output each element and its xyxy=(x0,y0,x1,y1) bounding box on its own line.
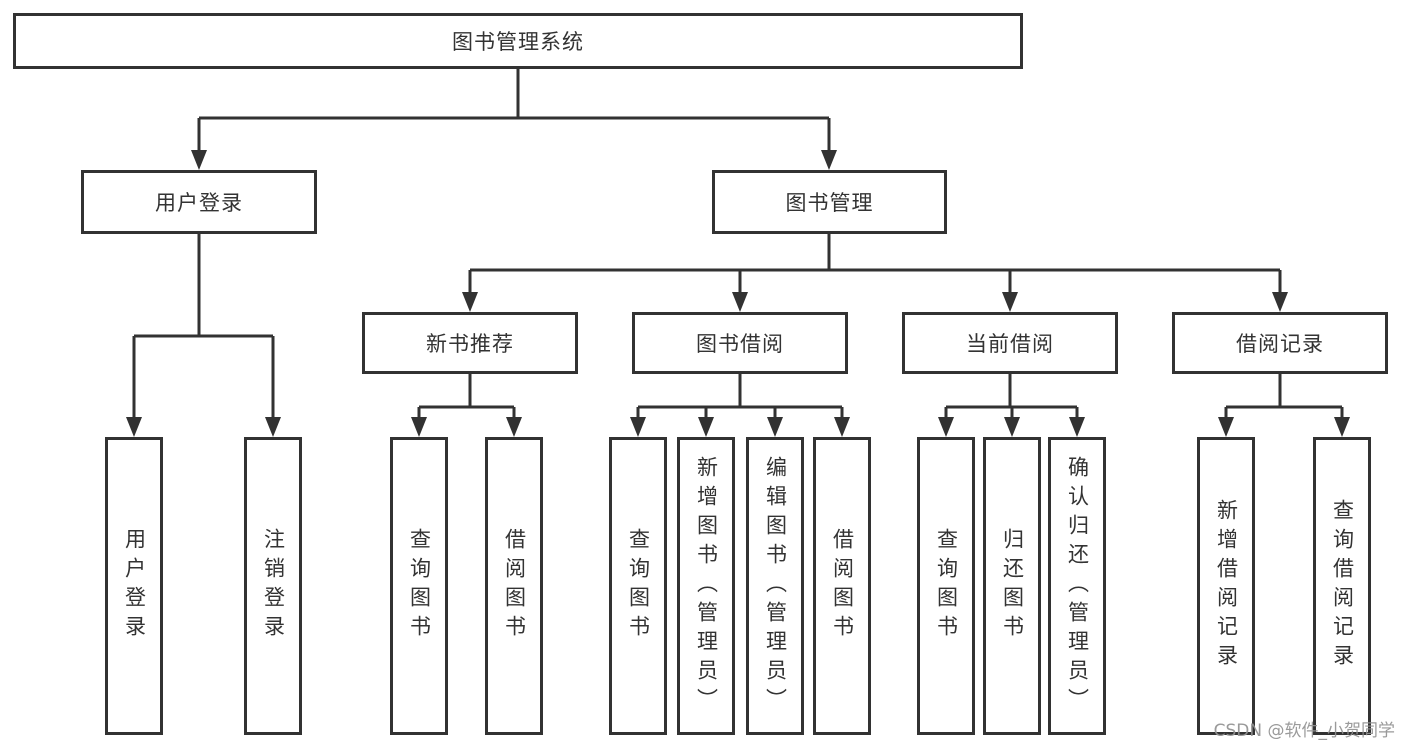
node-book-management: 图书管理 xyxy=(712,170,947,234)
node-label: 新增图书（管理员） xyxy=(694,455,719,717)
wire-current-to-leaves xyxy=(938,374,1085,437)
node-label: 图书管理系统 xyxy=(452,30,584,54)
leaf-borrowing-query-books: 查询图书 xyxy=(609,437,667,735)
arrow-down-icon xyxy=(698,417,714,437)
node-user-login: 用户登录 xyxy=(81,170,317,234)
arrow-down-icon xyxy=(126,417,142,437)
leaf-records-add-record: 新增借阅记录 xyxy=(1197,437,1255,735)
arrow-down-icon xyxy=(1002,292,1018,312)
node-label: 图书借阅 xyxy=(696,332,784,356)
arrow-down-icon xyxy=(767,417,783,437)
arrow-down-icon xyxy=(1004,417,1020,437)
leaf-borrowing-borrow-books: 借阅图书 xyxy=(813,437,871,735)
arrow-down-icon xyxy=(1218,417,1234,437)
leaf-logout: 注销登录 xyxy=(244,437,302,735)
arrow-down-icon xyxy=(834,417,850,437)
node-label: 查询图书 xyxy=(934,528,959,644)
node-new-book-recommend: 新书推荐 xyxy=(362,312,578,374)
node-label: 当前借阅 xyxy=(966,332,1054,356)
arrow-down-icon xyxy=(938,417,954,437)
node-label: 注销登录 xyxy=(261,528,286,644)
leaf-newbooks-borrow-books: 借阅图书 xyxy=(485,437,543,735)
arrow-down-icon xyxy=(191,150,207,170)
csdn-watermark: CSDN @软件_小贺同学 xyxy=(1213,721,1395,741)
arrow-down-icon xyxy=(411,417,427,437)
node-label: 用户登录 xyxy=(122,528,147,644)
leaf-current-return-books: 归还图书 xyxy=(983,437,1041,735)
node-label: 归还图书 xyxy=(1000,528,1025,644)
leaf-records-query-record: 查询借阅记录 xyxy=(1313,437,1371,735)
node-book-borrowing: 图书借阅 xyxy=(632,312,848,374)
arrow-down-icon xyxy=(1272,292,1288,312)
arrow-down-icon xyxy=(821,150,837,170)
node-label: 编辑图书（管理员） xyxy=(763,455,788,717)
leaf-borrowing-add-books-admin: 新增图书（管理员） xyxy=(677,437,735,735)
node-borrow-records: 借阅记录 xyxy=(1172,312,1388,374)
node-label: 新书推荐 xyxy=(426,332,514,356)
arrow-down-icon xyxy=(1334,417,1350,437)
wire-borrowing-to-leaves xyxy=(630,374,850,437)
arrow-down-icon xyxy=(462,292,478,312)
node-label: 新增借阅记录 xyxy=(1214,499,1239,673)
wire-userlogin-to-leaves xyxy=(126,234,281,437)
node-label: 查询图书 xyxy=(626,528,651,644)
wire-newbooks-to-leaves xyxy=(411,374,522,437)
node-label: 借阅图书 xyxy=(830,528,855,644)
arrow-down-icon xyxy=(630,417,646,437)
node-label: 借阅记录 xyxy=(1236,332,1324,356)
node-label: 图书管理 xyxy=(785,191,874,215)
node-current-borrowing: 当前借阅 xyxy=(902,312,1118,374)
wire-root-to-level2 xyxy=(191,69,837,170)
wire-records-to-leaves xyxy=(1218,374,1350,437)
leaf-user-login: 用户登录 xyxy=(105,437,163,735)
node-label: 查询借阅记录 xyxy=(1330,499,1355,673)
leaf-current-confirm-return-admin: 确认归还（管理员） xyxy=(1048,437,1106,735)
node-label: 用户登录 xyxy=(155,191,243,215)
leaf-borrowing-edit-books-admin: 编辑图书（管理员） xyxy=(746,437,804,735)
node-label: 借阅图书 xyxy=(502,528,527,644)
arrow-down-icon xyxy=(732,292,748,312)
leaf-newbooks-query-books: 查询图书 xyxy=(390,437,448,735)
arrow-down-icon xyxy=(265,417,281,437)
node-label: 查询图书 xyxy=(407,528,432,644)
leaf-current-query-books: 查询图书 xyxy=(917,437,975,735)
arrow-down-icon xyxy=(1069,417,1085,437)
node-label: 确认归还（管理员） xyxy=(1065,455,1090,717)
wire-bookmgmt-to-level3 xyxy=(462,234,1288,312)
arrow-down-icon xyxy=(506,417,522,437)
node-library-system: 图书管理系统 xyxy=(13,13,1023,69)
